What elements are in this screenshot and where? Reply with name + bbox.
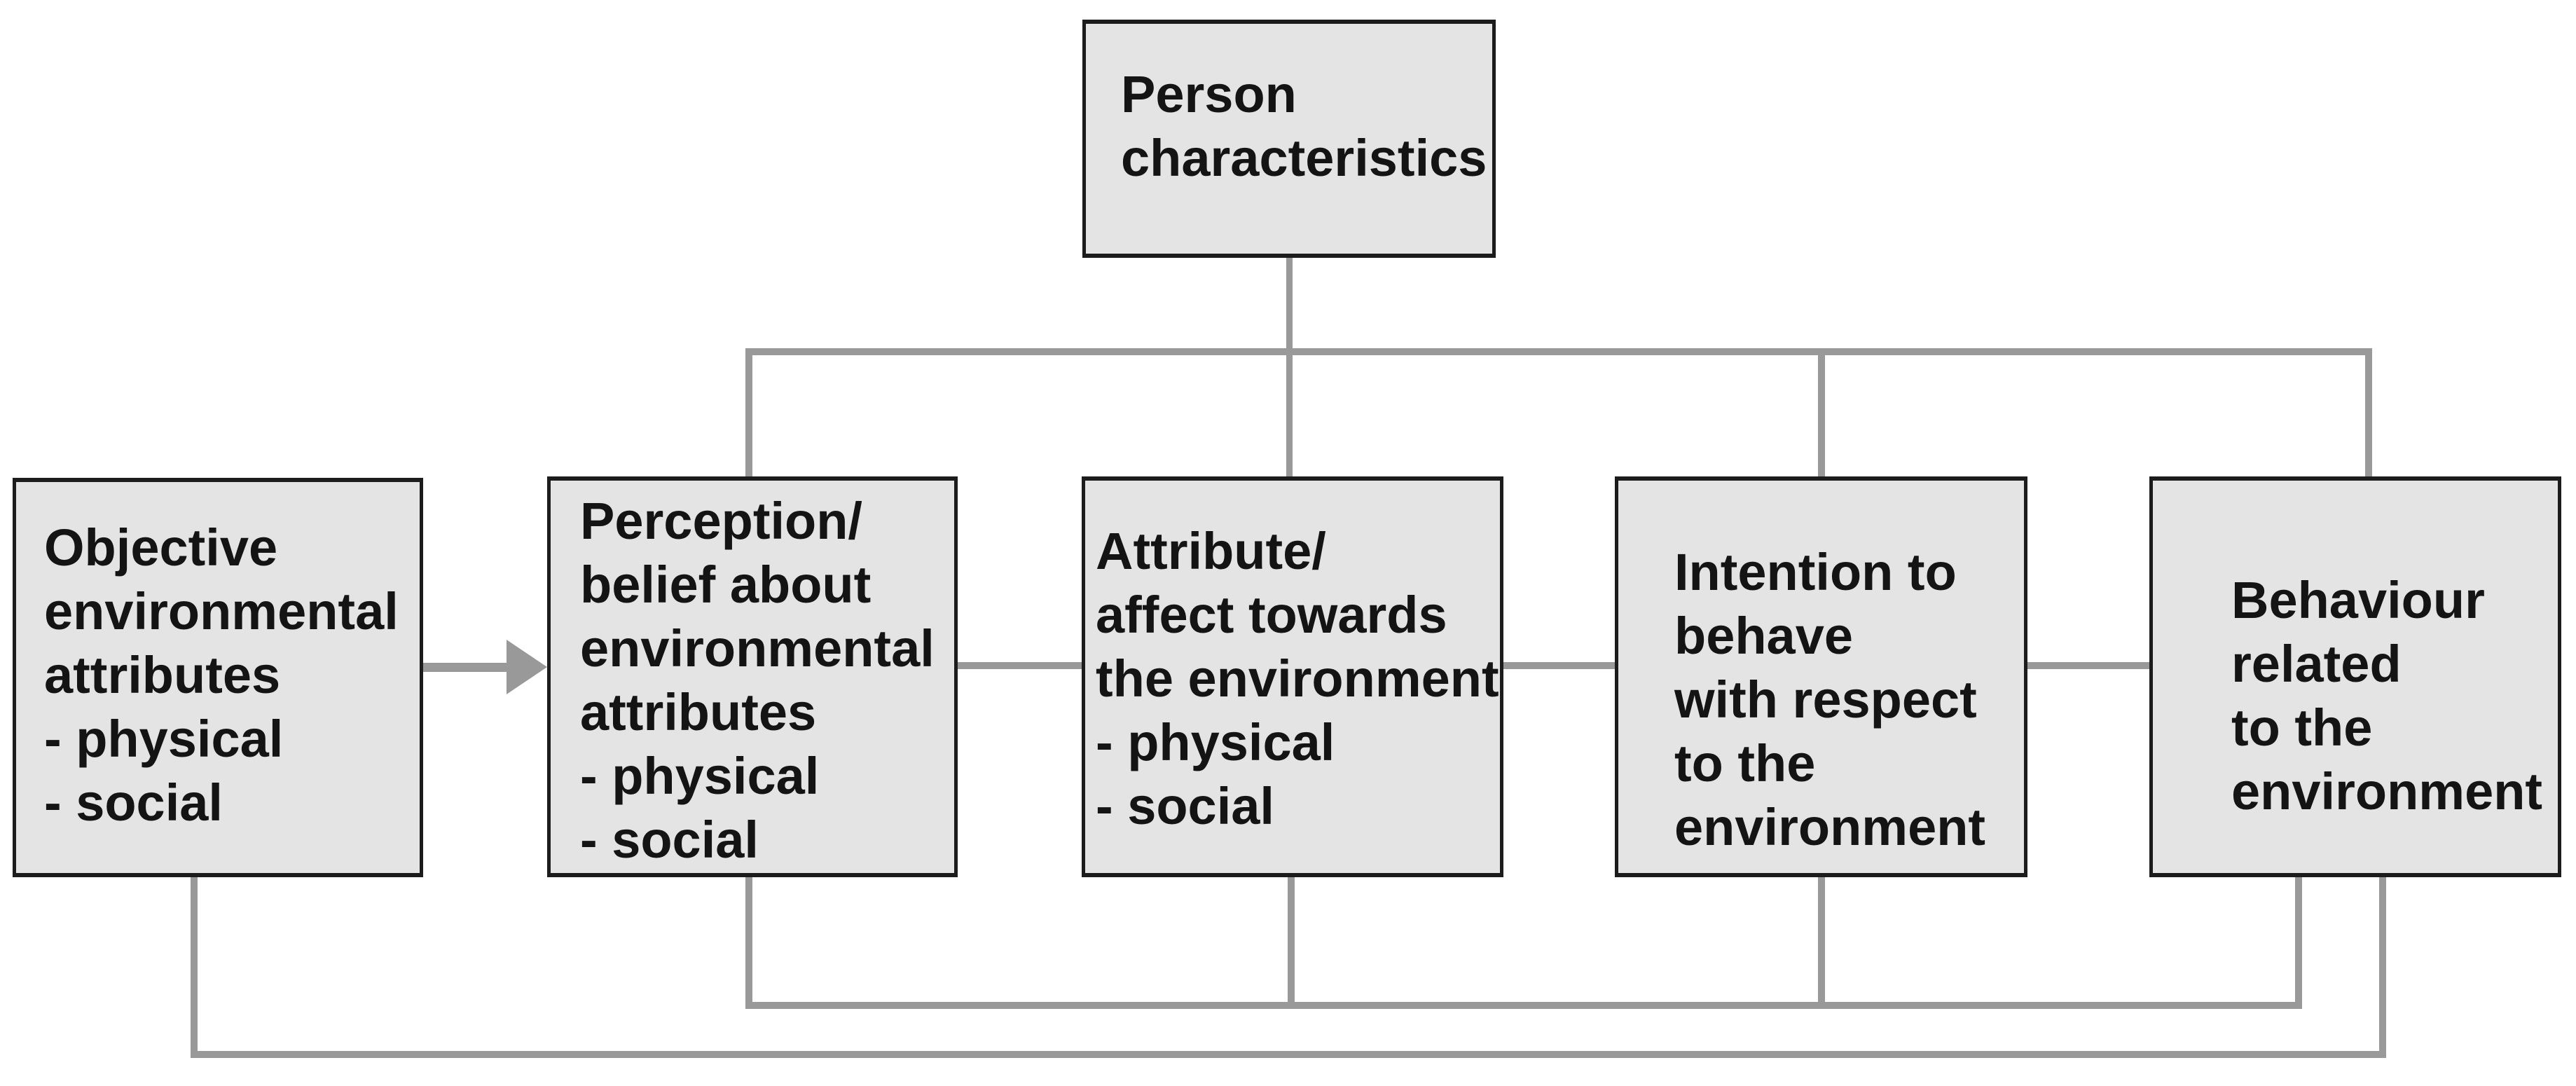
link-intention-behaviour [2026, 662, 2151, 669]
person-stem-vertical [1286, 258, 1293, 476]
intention-bottom-vertical [1818, 876, 1825, 1006]
box-person-characteristics-label: Person characteristics [1121, 65, 1487, 187]
link-perception-attribute [956, 662, 1083, 669]
behaviour-bottom-vertical-1 [2295, 876, 2302, 1009]
arrow-head-icon [507, 640, 547, 694]
behaviour-bottom-vertical-2 [2379, 876, 2386, 1058]
box-intention-to-behave-label: Intention to behave with respect to the … [1674, 543, 1986, 856]
box-perception-belief: Perception/ belief about environmental a… [547, 476, 958, 877]
box-attribute-affect-label: Attribute/ affect towards the environmen… [1096, 522, 1499, 835]
box-behaviour-related: Behaviour related to the environment [2149, 476, 2561, 877]
link-attribute-intention [1502, 662, 1616, 669]
top-drop-to-intention [1818, 348, 1825, 476]
arrow-shaft [422, 663, 509, 672]
top-drop-to-perception [745, 348, 752, 476]
attribute-bottom-vertical [1288, 876, 1295, 1006]
objective-bottom-vertical [191, 876, 198, 1055]
perception-bottom-vertical [745, 876, 752, 1006]
box-objective-environmental-attributes: Objective environmental attributes - phy… [13, 478, 423, 877]
upper-feedback-rail [745, 1002, 2302, 1009]
top-drop-to-behaviour [2365, 348, 2372, 476]
box-intention-to-behave: Intention to behave with respect to the … [1615, 476, 2027, 877]
lower-feedback-rail [191, 1051, 2386, 1058]
top-rail-horizontal [745, 348, 2372, 355]
box-person-characteristics: Person characteristics [1082, 20, 1496, 258]
box-perception-belief-label: Perception/ belief about environmental a… [580, 492, 935, 869]
box-objective-environmental-attributes-label: Objective environmental attributes - phy… [44, 518, 399, 832]
box-attribute-affect: Attribute/ affect towards the environmen… [1082, 476, 1503, 877]
box-behaviour-related-label: Behaviour related to the environment [2231, 571, 2543, 820]
